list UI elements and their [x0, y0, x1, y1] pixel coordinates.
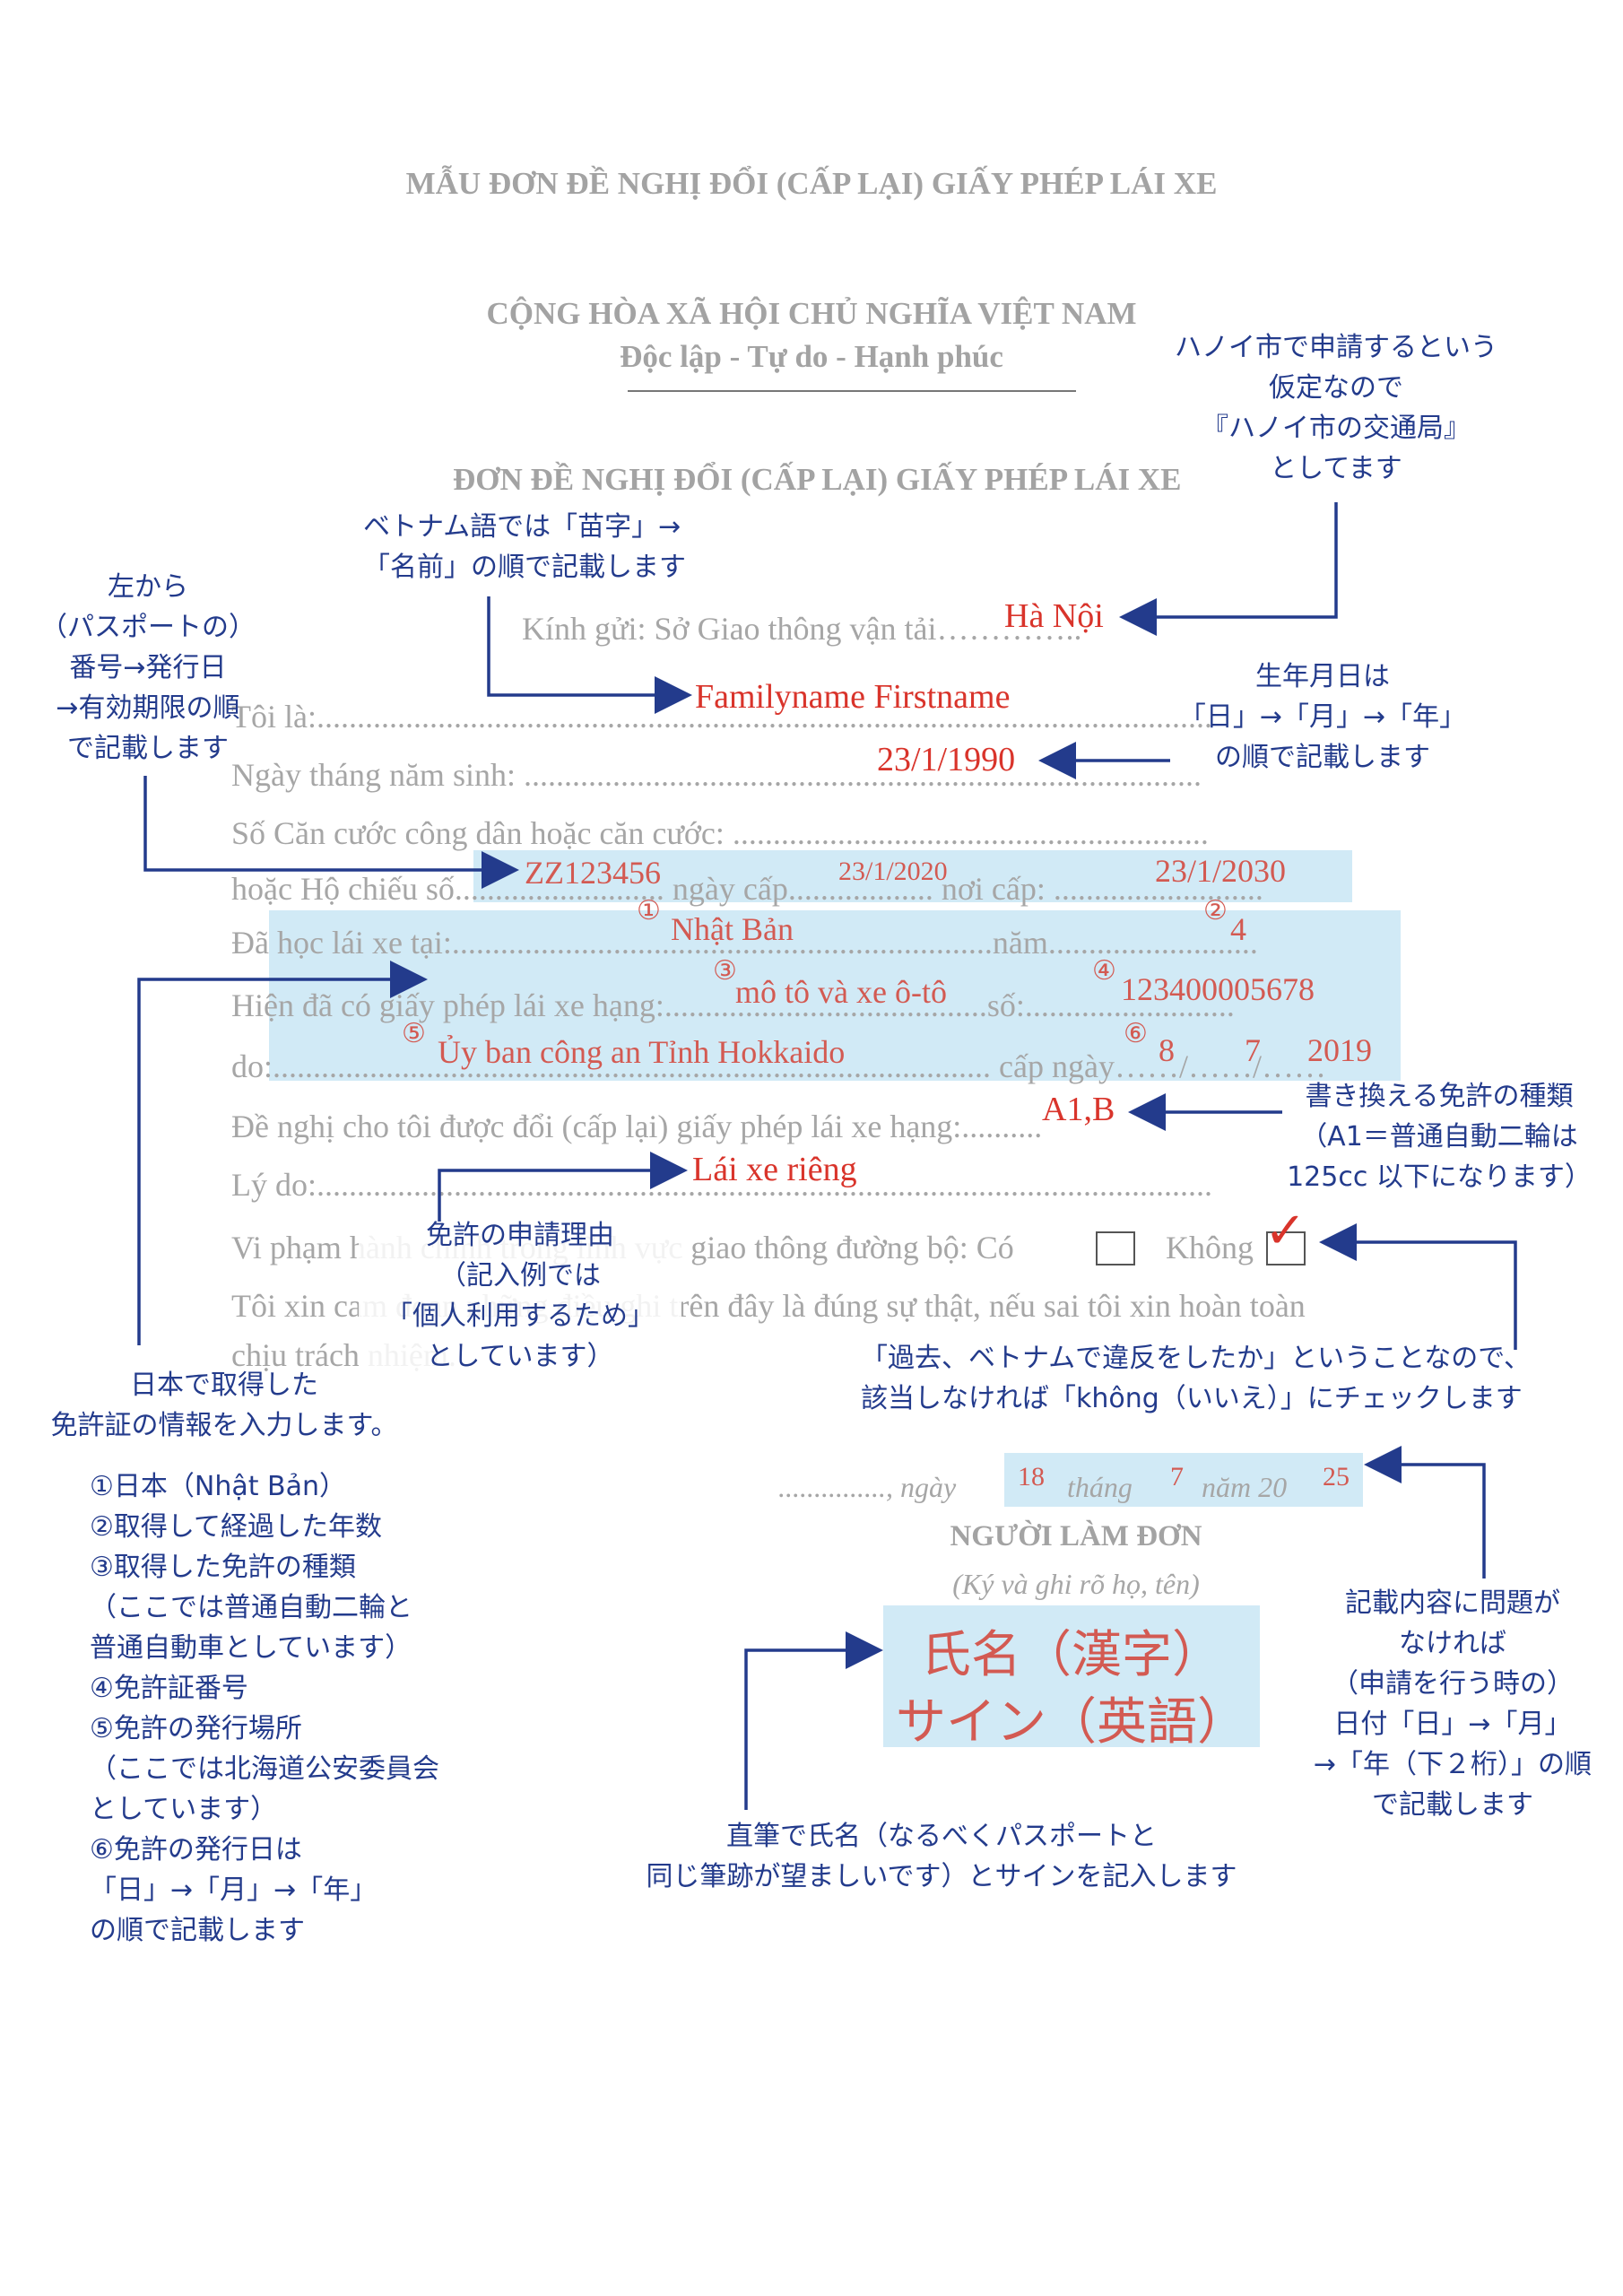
note-japan: 日本で取得した免許証の情報を入力します。	[50, 1370, 398, 1441]
filled-reason: Lái xe riêng	[692, 1151, 857, 1188]
arrow-reason	[438, 1152, 688, 1222]
ho-chieu-line: hoặc Hộ chiếu số........................…	[231, 871, 1263, 907]
check-mark-icon: ✓	[1264, 1202, 1306, 1260]
note-reason: 免許の申請理由（記入例では「個人利用するため」としています）	[359, 1215, 681, 1377]
note-name-order: ベトナム語では「苗字」→「名前」の順で記載します	[363, 511, 686, 583]
ky-ghi: (Ký và ghi rõ họ, tên)	[952, 1568, 1200, 1600]
filled-years: 4	[1230, 911, 1246, 947]
toi-la-line: Tôi là:.................................…	[231, 699, 1212, 735]
form-title: ĐƠN ĐỀ NGHỊ ĐỔI (CẤP LẠI) GIẤY PHÉP LÁI …	[453, 462, 1182, 497]
filled-passport: ZZ123456	[525, 855, 661, 891]
sign-month: 7	[1170, 1462, 1184, 1492]
date-highlight	[1004, 1453, 1363, 1507]
khong-checkbox[interactable]	[1266, 1231, 1306, 1265]
note-violation: 「過去、ベトナムで違反をしたか」ということなので、該当しなければ「không（い…	[861, 1343, 1531, 1414]
arrow-date	[1364, 1446, 1486, 1578]
note-dob: 生年月日は「日」→「月」→「年」の順で記載します	[1178, 661, 1467, 773]
circle-4: ④	[1092, 955, 1116, 987]
sign-line-2: サイン（英語）	[896, 1693, 1247, 1752]
arrow-sign	[744, 1631, 883, 1810]
sign-day: 18	[1018, 1462, 1045, 1492]
thang-label: tháng	[1067, 1471, 1133, 1503]
arrow-violation	[1319, 1223, 1517, 1350]
filled-dob: 23/1/1990	[877, 741, 1016, 778]
filled-issue-y: 2019	[1307, 1032, 1372, 1068]
filled-issue-d: 8	[1159, 1032, 1175, 1068]
filled-issuer: Ủy ban công an Tỉnh Hokkaido	[438, 1034, 846, 1070]
note-date: 記載内容に問題がなければ（申請を行う時の）日付「日」→「月」→「年（下２桁）」の…	[1313, 1587, 1593, 1821]
filled-ha-noi: Hà Nội	[1004, 597, 1104, 635]
filled-issue-date: 23/1/2020	[838, 857, 948, 886]
filled-license-no: 123400005678	[1121, 971, 1315, 1007]
ngay-prefix: ..............., ngày	[778, 1471, 957, 1503]
circle-3: ③	[713, 955, 737, 987]
japan-license-highlight	[269, 910, 1401, 1081]
arrow-hanoi	[1119, 502, 1338, 636]
sign-year: 25	[1323, 1462, 1350, 1492]
do-line: do:.....................................…	[231, 1048, 1326, 1084]
filled-license-class: mô tô và xe ô-tô	[735, 974, 947, 1010]
signature-highlight	[883, 1605, 1260, 1747]
motto: Độc lập - Tự do - Hạnh phúc	[620, 339, 1003, 374]
main-title: MẪU ĐƠN ĐỀ NGHỊ ĐỔI (CẤP LẠI) GIẤY PHÉP …	[405, 166, 1218, 201]
de-nghi-line: Đề nghị cho tôi được đổi (cấp lại) giấy …	[231, 1109, 1043, 1144]
circle-2: ②	[1203, 895, 1228, 926]
filled-new-class: A1,B	[1042, 1091, 1115, 1128]
note-passport-order: 左から（パスポートの）番号→発行日→有効期限の順で記載します	[40, 571, 256, 764]
republic-title: CỘNG HÒA XÃ HỘI CHỦ NGHĨA VIỆT NAM	[486, 296, 1137, 331]
ly-do-line: Lý do:..................................…	[231, 1167, 1212, 1203]
arrow-japan	[137, 961, 428, 1345]
arrow-name	[487, 596, 692, 714]
passport-highlight	[473, 850, 1352, 902]
can-cuoc-line: Số Căn cước công dân hoặc căn cước: ....…	[231, 815, 1209, 851]
nguoi-lam-don: NGƯỜI LÀM ĐƠN	[950, 1520, 1202, 1552]
filled-name: Familyname Firstname	[695, 678, 1011, 716]
circle-5: ⑤	[402, 1018, 426, 1049]
kinh-gui-line: Kính gửi: Sở Giao thông vận tải…………..	[522, 611, 1082, 647]
motto-underline	[628, 390, 1076, 392]
sign-line-1: 氏名（漢字）	[921, 1626, 1222, 1684]
circle-6: ⑥	[1124, 1018, 1148, 1049]
da-hoc-line: Đã học lái xe tại:......................…	[231, 925, 1258, 961]
nam-label: năm 20	[1202, 1471, 1288, 1503]
filled-expiry: 23/1/2030	[1155, 853, 1287, 889]
note-hanoi: ハノイ市で申請するという仮定なので『ハノイ市の交通局』としてます	[1175, 332, 1497, 484]
arrow-passport	[143, 776, 519, 889]
khong-label: Không	[1166, 1230, 1254, 1265]
filled-issue-m: 7	[1245, 1032, 1261, 1068]
co-checkbox[interactable]	[1096, 1231, 1135, 1265]
note-sign: 直筆で氏名（なるべくパスポートと同じ筆跡が望ましいです）とサインを記入します	[646, 1821, 1237, 1892]
circle-1: ①	[637, 895, 661, 926]
filled-country: Nhật Bản	[671, 911, 794, 947]
